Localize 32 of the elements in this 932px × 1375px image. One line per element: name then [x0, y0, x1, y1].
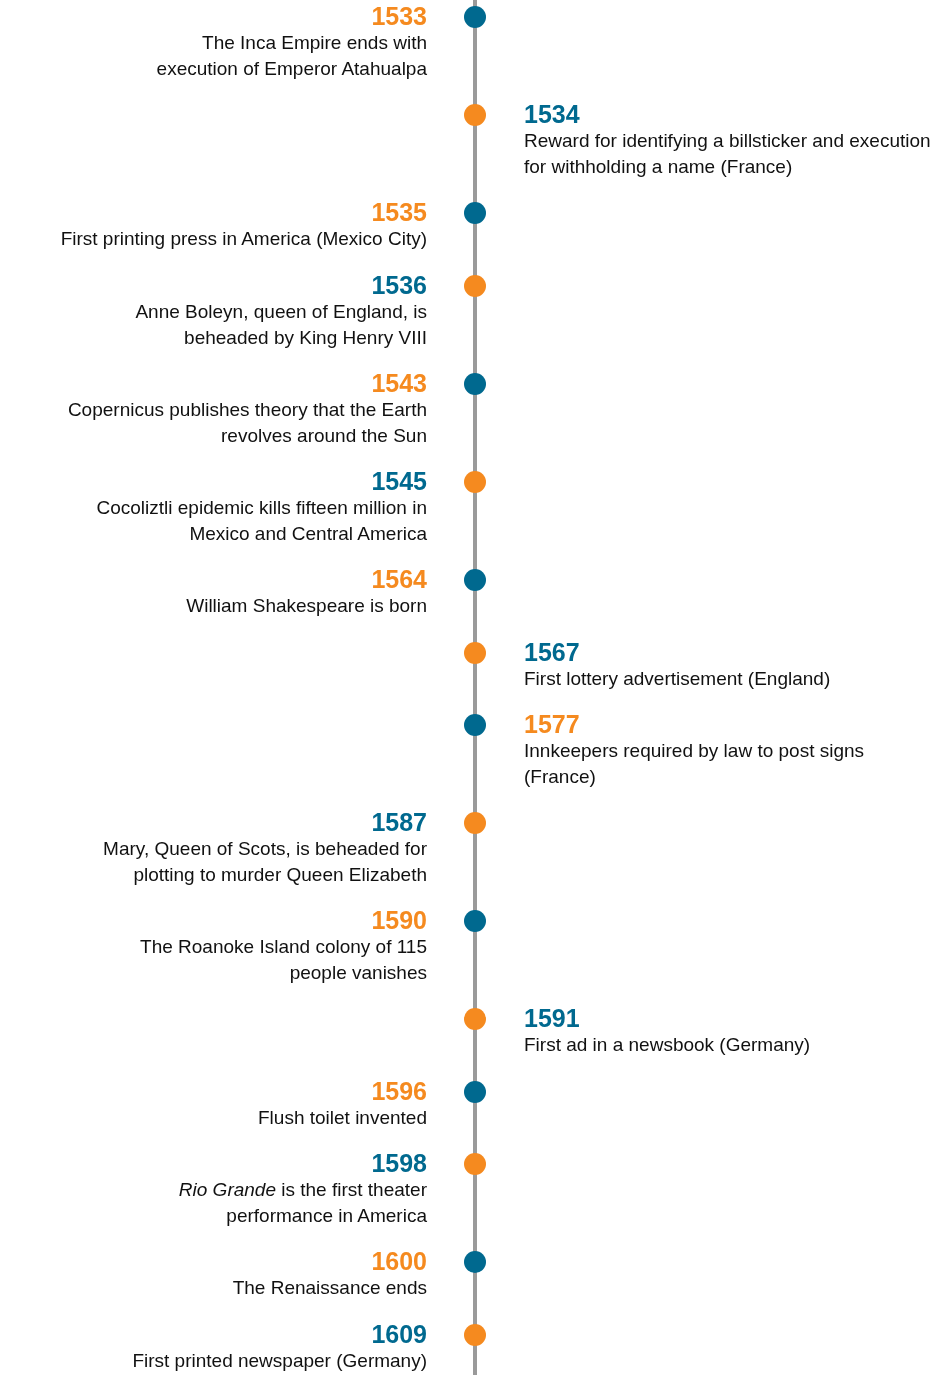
- event-description: Mary, Queen of Scots, is beheaded for plotting to murder Queen Elizabeth: [102, 837, 427, 887]
- event-description: First printing press in America (Mexico City): [59, 227, 427, 251]
- event-description: Copernicus publishes theory that the Earth revolves around the Sun: [67, 398, 427, 448]
- event-description: First printed newspaper (Germany): [131, 1349, 427, 1373]
- year-label: 1596: [371, 1077, 427, 1105]
- event-description: First ad in a newsbook (Germany): [524, 1033, 812, 1057]
- event-description: Innkeepers required by law to post signs (France): [524, 739, 866, 789]
- year-label: 1600: [371, 1247, 427, 1275]
- year-label: 1535: [371, 198, 427, 226]
- year-label: 1598: [371, 1149, 427, 1177]
- year-label: 1543: [371, 369, 427, 397]
- year-label: 1536: [371, 271, 427, 299]
- event-description: Anne Boleyn, queen of England, is beheaded by King Henry VIII: [134, 300, 427, 350]
- event-description: Reward for identifying a billsticker and execution for withholding a name (France): [524, 129, 932, 179]
- event-description: The Renaissance ends: [231, 1276, 427, 1300]
- year-label: 1609: [371, 1320, 427, 1348]
- year-label: 1534: [524, 100, 580, 128]
- year-label: 1545: [371, 467, 427, 495]
- year-label: 1567: [524, 638, 580, 666]
- event-description: The Inca Empire ends with execution of Emperor Atahualpa: [155, 31, 427, 81]
- event-description: First lottery advertisement (England): [524, 667, 832, 691]
- year-label: 1577: [524, 710, 580, 738]
- event-description: The Roanoke Island colony of 115 people vanishes: [139, 935, 427, 985]
- event-description: William Shakespeare is born: [185, 594, 427, 618]
- year-label: 1591: [524, 1004, 580, 1032]
- year-label: 1533: [371, 2, 427, 30]
- event-description: Rio Grande is the first theater performance in America: [177, 1178, 427, 1228]
- event-description: Flush toilet invented: [257, 1106, 427, 1130]
- year-label: 1587: [371, 808, 427, 836]
- event-description: Cocoliztli epidemic kills fifteen million in Mexico and Central America: [95, 496, 427, 546]
- year-label: 1590: [371, 906, 427, 934]
- year-label: 1564: [371, 565, 427, 593]
